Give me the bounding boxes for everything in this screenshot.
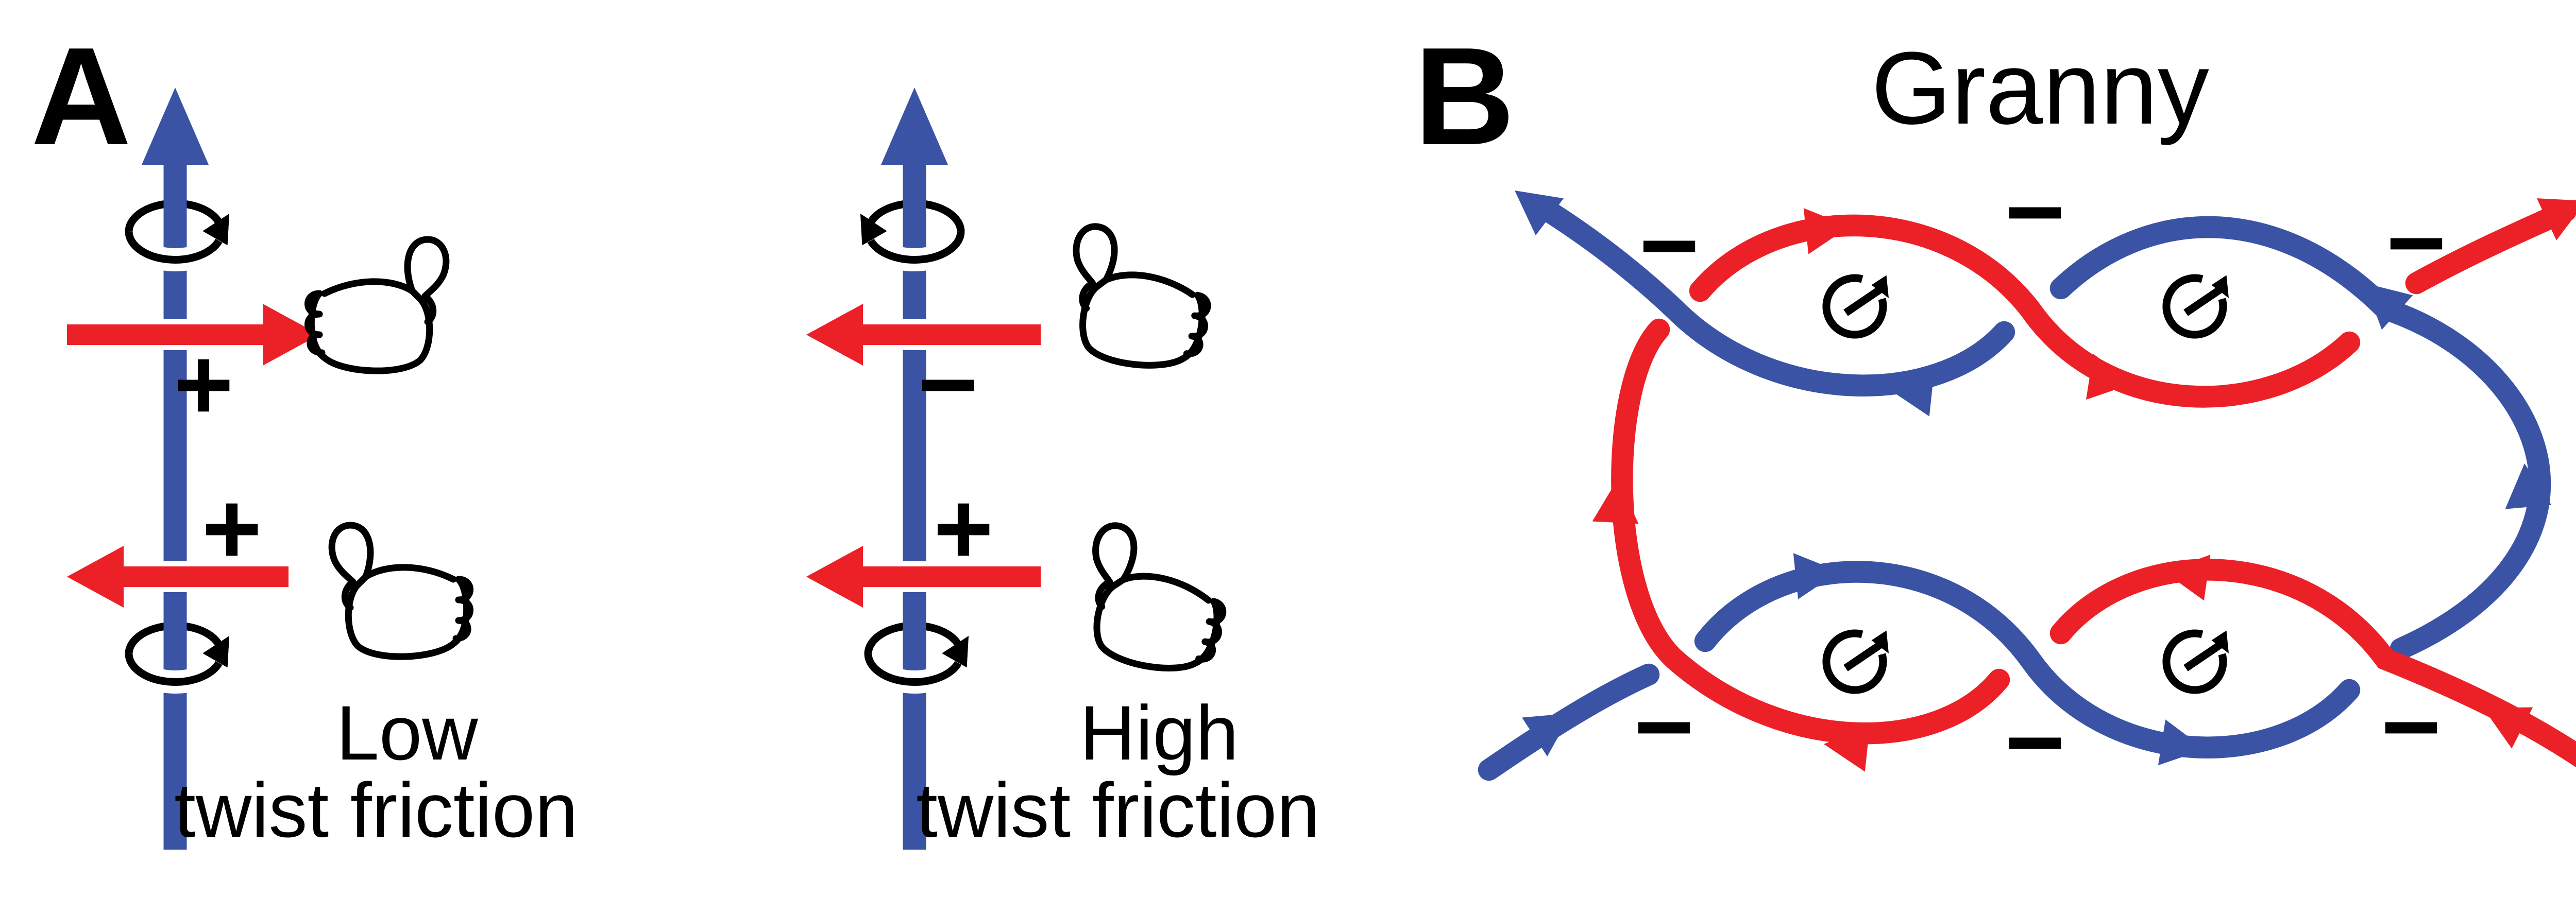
granny-knot-diagram: Granny [1478, 31, 2576, 800]
red-arrowhead-icon [1592, 479, 1639, 524]
red-strand-riser [1611, 318, 2010, 745]
red-strand-top [1689, 214, 2361, 408]
panel-b-label: B [1414, 19, 1515, 174]
rotation-cw-icon [2166, 275, 2229, 335]
thumbs-up-icon [308, 239, 446, 371]
blue-arrowhead-icon [1888, 370, 1935, 417]
caption-line1: High [1080, 689, 1239, 776]
panel-b: B Granny [1414, 19, 2576, 800]
blue-arrowhead-icon [2505, 463, 2552, 509]
caption-line1: Low [336, 689, 478, 776]
red-arrowhead-icon [2086, 354, 2133, 400]
blue-arrowhead-icon [1522, 713, 1571, 757]
panel-a-label: A [31, 19, 131, 174]
twist-arrow-front [856, 636, 969, 694]
rotation-cw-icon [2166, 631, 2229, 691]
blue-arrowhead-icon [2365, 283, 2413, 330]
crossing-sign: + [174, 327, 234, 442]
red-arrowhead-icon [2536, 198, 2576, 240]
crossing-sign: + [934, 471, 994, 586]
axis-arrowhead-icon [142, 88, 209, 165]
caption-line2: twist friction [916, 767, 1319, 853]
red-arrowhead-icon [1803, 208, 1850, 254]
twist-arrow-front [117, 636, 229, 694]
crossing-sign: + [202, 471, 262, 586]
crossing-sign: − [1634, 669, 1694, 784]
blue-arrowhead-icon [1515, 191, 1564, 236]
crossing-sign: − [2005, 154, 2065, 269]
crossing-sign: − [2381, 669, 2442, 784]
red-arrowhead-icon [2483, 707, 2533, 749]
force-arrowhead-icon [263, 304, 319, 366]
low-friction-diagram: + + Low twist friction [67, 88, 578, 853]
crossing-sign: − [1639, 188, 1700, 303]
rotation-cw-icon [1826, 631, 1889, 691]
crossing-sign: − [918, 327, 978, 442]
red-arrowhead-icon [2164, 555, 2211, 601]
red-arrowhead-icon [1824, 726, 1870, 772]
twist-arrow-front [117, 214, 229, 271]
force-arrowhead-icon [806, 546, 863, 608]
crossing-sign: − [2386, 185, 2447, 300]
granny-title: Granny [1871, 31, 2209, 146]
panel-a: A + + [31, 19, 1320, 853]
crossing-sign: − [2005, 685, 2065, 800]
rotation-cw-icon [1826, 275, 1889, 335]
force-arrowhead-icon [67, 546, 124, 608]
twist-arrow-front [860, 214, 973, 271]
axis-arrowhead-icon [881, 88, 948, 165]
blue-arrowhead-icon [1793, 553, 1839, 599]
force-arrowhead-icon [806, 304, 863, 366]
caption-line2: twist friction [174, 767, 578, 853]
thumbs-up-icon [1074, 522, 1236, 679]
thumbs-up-icon [1061, 224, 1216, 373]
high-friction-diagram: − + High twist friction [806, 88, 1320, 853]
blue-arrowhead-icon [2158, 719, 2205, 766]
thumbs-up-icon [332, 525, 470, 657]
blue-strand-right-arc [2049, 216, 2551, 660]
blue-strand-entry [1478, 663, 1660, 781]
